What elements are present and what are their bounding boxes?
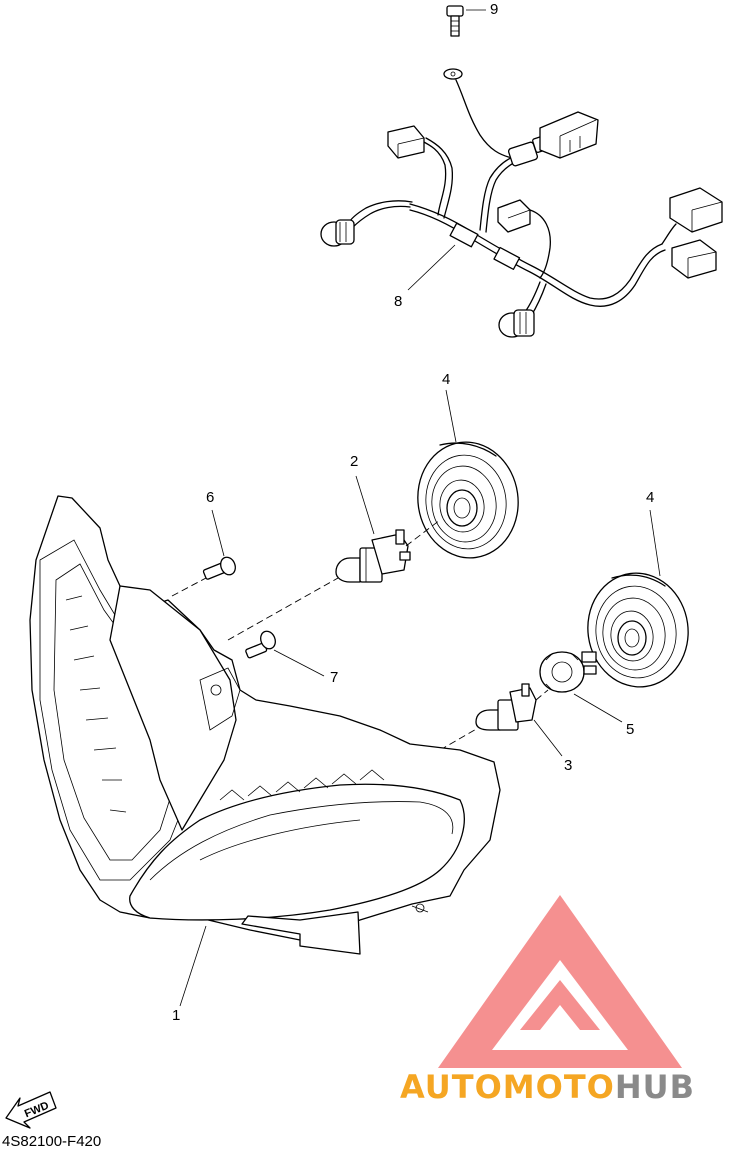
diagram-code: 4S82100-F420 [2,1133,101,1149]
part-number-9: 9 [490,1,498,18]
watermark-inner-mark-icon [520,980,600,1030]
part-number-3: 3 [564,757,572,774]
watermark-brand-part1: AUTOMOTO [400,1068,615,1106]
part-number-7: 7 [330,669,338,686]
bulb-2 [335,529,411,583]
part-number-1: 1 [172,1007,180,1024]
part-number-4a: 4 [442,371,450,388]
right-upper-connector [669,187,723,233]
part-number-4b: 4 [646,489,654,506]
watermark-brand-part2: HUB [615,1068,695,1106]
watermark-brand: AUTOMOTOHUB [400,1068,695,1106]
fwd-arrow-icon: FWD [5,1091,57,1129]
rubber-cover-upper [417,441,519,559]
bulb-socket-5 [539,651,597,693]
part-number-5: 5 [626,721,634,738]
left-bulb-connector [320,219,355,247]
multi-pin-connector [539,111,599,159]
upper-left-box-connector [387,125,425,159]
lower-bulb-connector [498,309,535,338]
headlight-assembly [29,495,501,955]
screw-6 [202,556,236,580]
part-number-8: 8 [394,293,402,310]
wire-harness [320,5,723,338]
watermark-triangle-icon [438,895,682,1068]
bolt-9 [446,5,464,37]
screw-7 [245,630,276,659]
lens-chevrons [219,769,385,801]
lens-ribs [65,595,127,813]
watermark-logo [438,895,682,1068]
center-box-connector [497,199,531,233]
rubber-cover-lower [587,572,689,688]
bulb-3 [475,683,537,731]
part-number-2: 2 [350,453,358,470]
part-number-6: 6 [206,489,214,506]
right-lower-connector [671,239,717,279]
